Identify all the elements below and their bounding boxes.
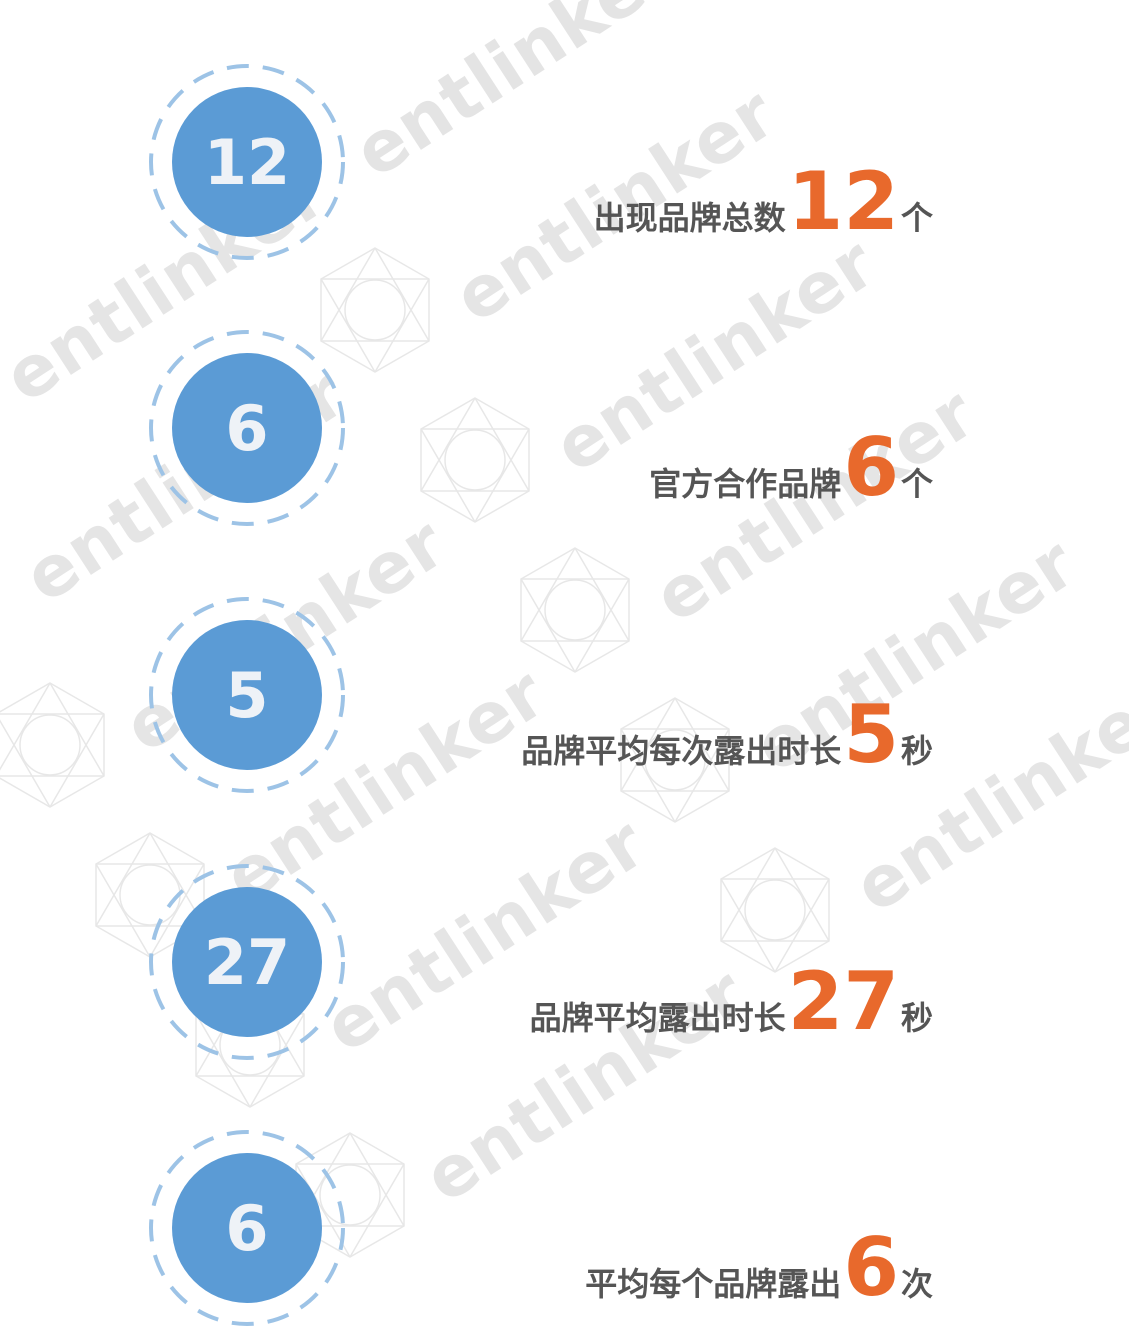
stat-label: 出现品牌总数 bbox=[593, 199, 786, 237]
stat-caption: 官方合作品牌 6 个 bbox=[649, 428, 933, 508]
stat-row-avg-exposure-total: 27 品牌平均露出时长 27 秒 bbox=[0, 862, 1129, 1062]
stat-label: 平均每个品牌露出 bbox=[585, 1265, 842, 1303]
stat-caption: 出现品牌总数 12 个 bbox=[594, 162, 933, 242]
stat-row-avg-exposure-each: 5 品牌平均每次露出时长 5 秒 bbox=[0, 595, 1129, 795]
badge-circle-icon bbox=[149, 64, 345, 260]
stat-label: 品牌平均每次露出时长 bbox=[521, 732, 842, 770]
stat-label: 官方合作品牌 bbox=[649, 465, 842, 503]
badge-number: 6 bbox=[225, 1191, 269, 1265]
stat-caption: 品牌平均露出时长 27 秒 bbox=[530, 962, 933, 1042]
stat-row-brand-count: 12 出现品牌总数 12 个 bbox=[0, 62, 1129, 262]
stat-caption: 平均每个品牌露出 6 次 bbox=[585, 1228, 933, 1308]
stat-value: 6 bbox=[843, 1221, 899, 1314]
stat-unit: 秒 bbox=[900, 999, 933, 1037]
badge-circle-icon bbox=[149, 1130, 345, 1326]
badge-number: 27 bbox=[203, 925, 291, 999]
badge-number: 6 bbox=[225, 391, 269, 465]
stat-unit: 秒 bbox=[900, 732, 933, 770]
badge-number: 5 bbox=[225, 658, 269, 732]
stat-value: 12 bbox=[787, 155, 899, 248]
stat-badge: 6 bbox=[147, 1128, 347, 1328]
stat-badge: 5 bbox=[147, 595, 347, 795]
stat-value: 27 bbox=[787, 955, 899, 1048]
badge-circle-icon bbox=[149, 597, 345, 793]
stat-row-avg-exposures-per-brand: 6 平均每个品牌露出 6 次 bbox=[0, 1128, 1129, 1328]
stat-value: 5 bbox=[843, 688, 899, 781]
stat-unit: 次 bbox=[900, 1265, 933, 1303]
stat-badge: 12 bbox=[147, 62, 347, 262]
stat-label: 品牌平均露出时长 bbox=[529, 999, 786, 1037]
stat-unit: 个 bbox=[900, 465, 933, 503]
badge-circle-icon bbox=[149, 864, 345, 1060]
stat-unit: 个 bbox=[900, 199, 933, 237]
stat-caption: 品牌平均每次露出时长 5 秒 bbox=[521, 695, 933, 775]
stat-value: 6 bbox=[843, 421, 899, 514]
stat-badge: 27 bbox=[147, 862, 347, 1062]
stat-row-official-partners: 6 官方合作品牌 6 个 bbox=[0, 328, 1129, 528]
badge-number: 12 bbox=[203, 125, 291, 199]
badge-circle-icon bbox=[149, 330, 345, 526]
stat-badge: 6 bbox=[147, 328, 347, 528]
